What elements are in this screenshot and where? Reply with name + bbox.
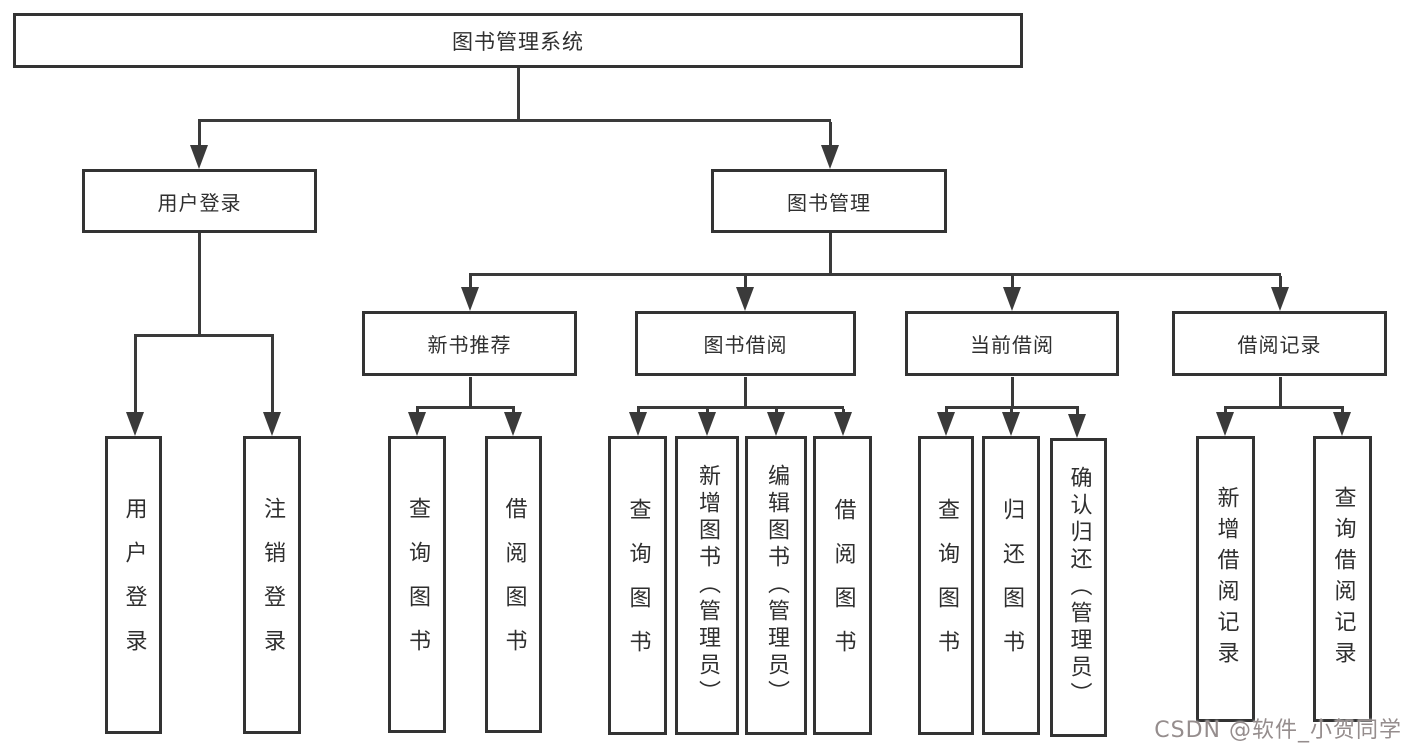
node-book-borrowing: 图书借阅 [635,311,856,376]
arrowhead-down-icon [126,412,144,436]
node-label: 归还图书 [999,497,1024,674]
connector-line [744,276,747,290]
node-root: 图书管理系统 [13,13,1023,68]
node-label: 图书借阅 [703,333,788,357]
node-query-borrow-record: 查询借阅记录 [1313,436,1372,722]
node-borrow-books-2: 借阅图书 [813,436,872,735]
node-label: 新增借阅记录 [1213,486,1239,672]
connector-line [517,68,520,122]
connector-line [198,119,831,122]
arrowhead-down-icon [1216,412,1234,436]
node-label: 新增图书（管理员） [695,464,720,707]
node-label: 查询借阅记录 [1330,486,1356,672]
connector-line [829,122,832,148]
arrowhead-down-icon [736,287,754,311]
node-confirm-return-admin: 确认归还（管理员） [1050,438,1107,737]
connector-line [198,233,201,337]
node-current-borrowing: 当前借阅 [905,311,1119,376]
connector-line [744,377,747,406]
connector-line [1279,276,1282,290]
connector-line [198,122,201,148]
node-return-books: 归还图书 [982,436,1040,735]
arrowhead-down-icon [698,412,716,436]
connector-line [469,276,472,290]
node-label: 用户登录 [157,190,242,215]
node-label: 图书管理 [787,190,871,215]
node-query-books-3: 查询图书 [918,436,974,735]
connector-line [1224,406,1344,409]
arrowhead-down-icon [834,412,852,436]
node-user-login: 用户登录 [105,436,162,734]
node-query-books-2: 查询图书 [608,436,667,735]
arrowhead-down-icon [937,412,955,436]
connector-line [1011,276,1014,290]
node-add-borrow-record: 新增借阅记录 [1196,436,1255,722]
node-label: 图书管理系统 [452,29,584,54]
node-label: 当前借阅 [970,333,1054,357]
node-label: 查询图书 [405,496,430,673]
arrowhead-down-icon [821,145,839,169]
connector-line [637,406,844,409]
node-label: 借阅图书 [830,497,856,674]
watermark: CSDN @软件_小贺同学 [1154,718,1402,743]
connector-line [945,406,1079,409]
node-label: 确认归还（管理员） [1066,466,1092,709]
node-new-book-recommend: 新书推荐 [362,311,577,376]
connector-line [134,337,137,416]
node-logout: 注销登录 [243,436,301,734]
arrowhead-down-icon [629,412,647,436]
node-label: 查询图书 [934,497,959,674]
node-label: 新书推荐 [427,333,512,357]
connector-line [134,334,274,337]
node-label: 用户登录 [121,497,147,673]
node-label: 注销登录 [260,497,285,673]
connector-line [416,406,515,409]
connector-line [469,377,472,406]
arrowhead-down-icon [1271,287,1289,311]
arrowhead-down-icon [504,412,522,436]
arrowhead-down-icon [1333,412,1351,436]
connector-line [1011,377,1014,406]
connector-line [469,273,1281,276]
node-label: 借阅图书 [501,496,527,673]
arrowhead-down-icon [1003,287,1021,311]
arrowhead-down-icon [1068,414,1086,438]
node-borrow-books-1: 借阅图书 [485,436,542,733]
node-label: 编辑图书（管理员） [764,464,789,707]
node-add-books-admin: 新增图书（管理员） [675,436,739,735]
connector-line [1279,377,1282,406]
node-label: 借阅记录 [1237,333,1322,357]
node-borrowing-records: 借阅记录 [1172,311,1387,376]
connector-line [1076,409,1079,417]
arrowhead-down-icon [190,145,208,169]
arrowhead-down-icon [1002,412,1020,436]
connector-line [829,233,832,276]
arrowhead-down-icon [263,412,281,436]
node-label: 查询图书 [625,497,651,674]
node-edit-books-admin: 编辑图书（管理员） [745,436,807,735]
node-query-books-1: 查询图书 [388,436,446,733]
arrowhead-down-icon [408,412,426,436]
node-user-login-group: 用户登录 [82,169,317,233]
arrowhead-down-icon [767,412,785,436]
connector-line [271,337,274,416]
arrowhead-down-icon [461,287,479,311]
node-book-management: 图书管理 [711,169,947,233]
